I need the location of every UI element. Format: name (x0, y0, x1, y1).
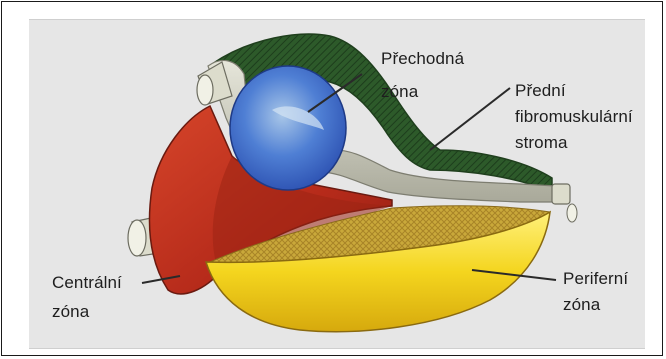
label-peripheral-zone-line2: zóna (563, 294, 600, 316)
label-peripheral-zone-line1: Periferní (563, 268, 628, 290)
label-central-zone-line1: Centrální (52, 272, 122, 294)
label-anterior-stroma-line1: Přední (515, 80, 566, 102)
label-transition-zone-line2: zóna (381, 81, 418, 103)
label-anterior-stroma-line2: fibromuskulární (515, 106, 633, 128)
label-central-zone-line2: zóna (52, 301, 89, 323)
urethra-right-end (552, 184, 577, 222)
label-transition-zone-line1: Přechodná (381, 48, 464, 70)
transition-zone-region (230, 66, 346, 190)
anterior-stroma-leader (430, 88, 510, 150)
label-anterior-stroma-line3: stroma (515, 132, 568, 154)
